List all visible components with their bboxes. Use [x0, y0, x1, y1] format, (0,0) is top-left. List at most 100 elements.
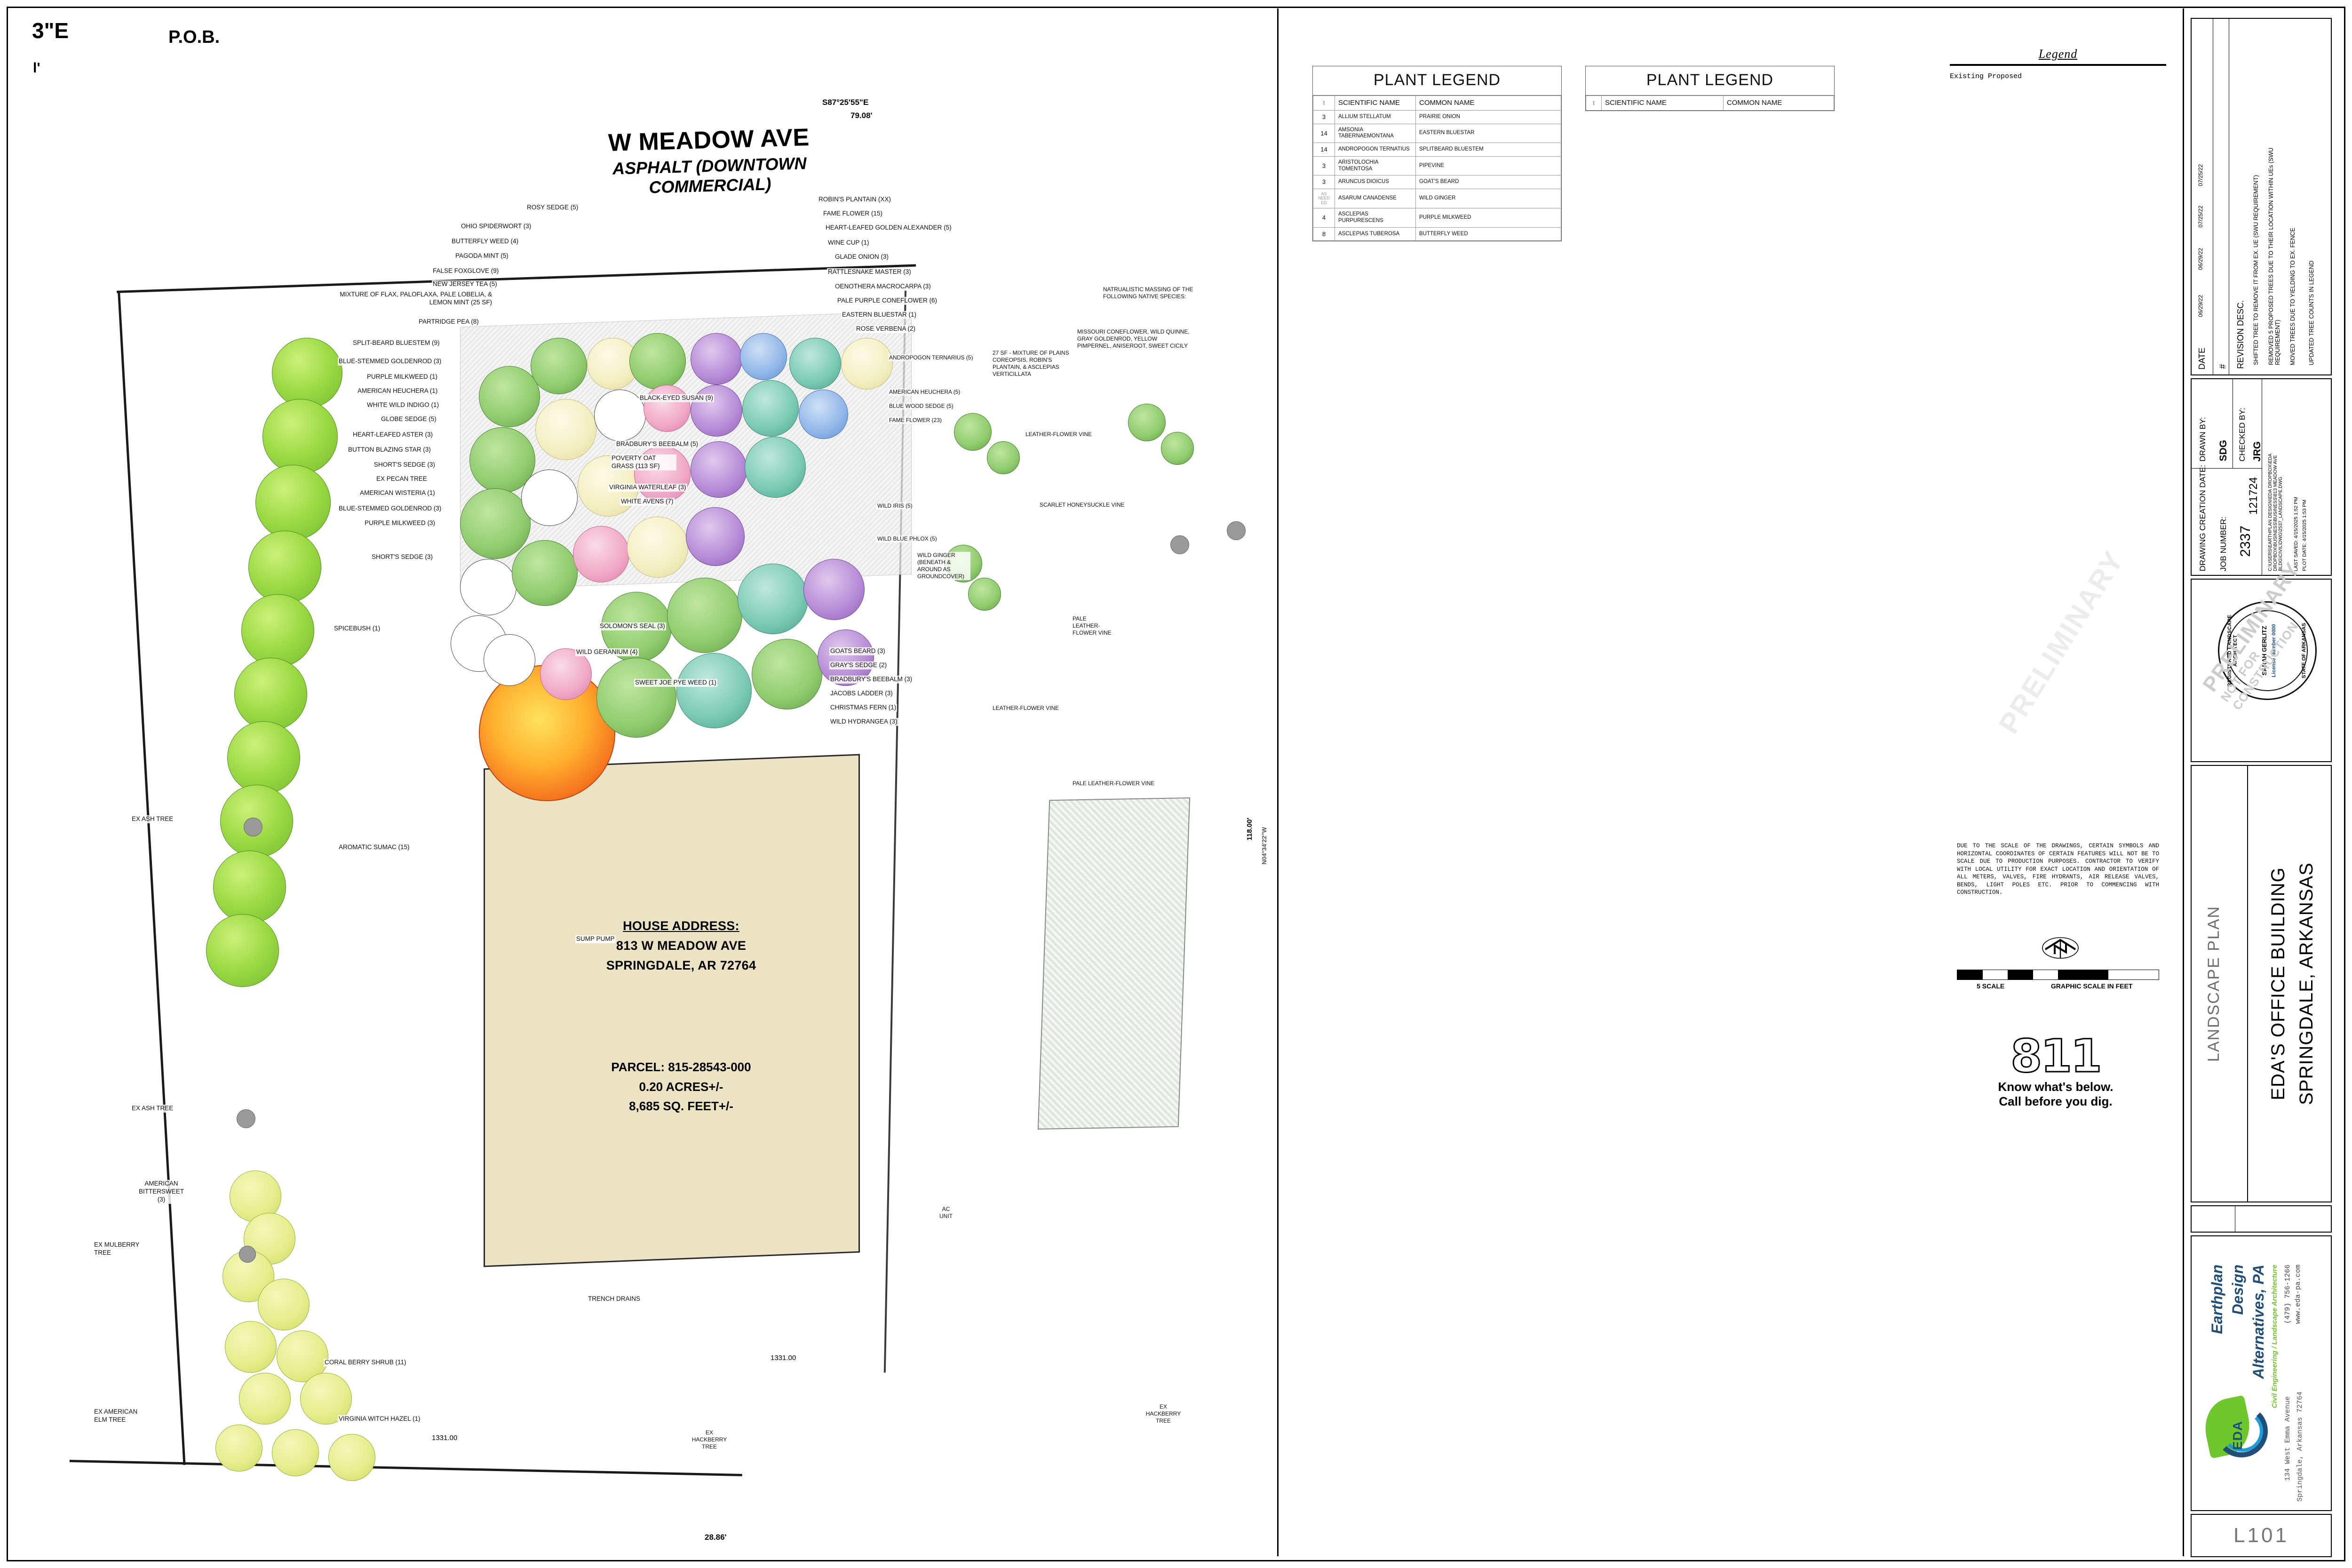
callout-label: GLOBE SEDGE (5) [380, 415, 437, 423]
planting-mass [740, 333, 787, 380]
planting-mass [521, 470, 578, 526]
revision-desc-2: REMOVED 5 PROPOSED TREES DUE TO THEIR LO… [2268, 147, 2281, 365]
planting-mass [587, 338, 639, 390]
parcel-line-2: 0.20 ACRES+/- [639, 1079, 723, 1094]
planting-mass [803, 559, 865, 620]
cell-scientific-name: ASCLEPIAS PURPURESCENS [1335, 208, 1416, 228]
callout-label: MISSOURI CONEFLOWER, WILD QUINNE, GRAY G… [1076, 328, 1194, 350]
revision-date-2: 06/29/22 [2197, 248, 2204, 270]
revision-desc-4: UPDATED TREE COUNTS IN LEGEND [2308, 260, 2315, 366]
planting-mass [691, 441, 747, 498]
blank-block [2191, 1205, 2332, 1233]
distance-right-vertical: 118.00' [1246, 818, 1254, 841]
callout-label: AMERICAN BITTERSWEET (3) [135, 1180, 187, 1204]
callout-label: CHRISTMAS FERN (1) [829, 704, 898, 712]
address-heading: HOUSE ADDRESS: [623, 919, 739, 933]
callout-label: EX HACKBERRY TREE [1144, 1403, 1182, 1425]
revision-date-header: DATE [2197, 348, 2207, 370]
callout-label: CORAL BERRY SHRUB (11) [324, 1359, 407, 1367]
callout-label: AMERICAN WISTERIA (1) [359, 489, 436, 497]
company-address-line-2: Springdale, Arkansas 72764 [2296, 1392, 2304, 1502]
tick-left: l' [33, 60, 40, 76]
cell-common-name: BUTTERFLY WEED [1415, 227, 1561, 241]
revision-block[interactable]: DATE 06/29/22 06/29/22 07/25/22 07/25/22… [2191, 18, 2332, 375]
company-website: www.eda-pa.com [2294, 1265, 2302, 1324]
street-label: W MEADOW AVE ASPHALT (DOWNTOWN COMMERCIA… [563, 122, 856, 200]
shrub-symbol [328, 1434, 375, 1481]
callout-label: EX AMERICAN ELM TREE [93, 1408, 150, 1424]
call-811-line-1: Know what's below. [1998, 1080, 2114, 1094]
planting-mass [691, 333, 742, 385]
planting-mass [531, 338, 587, 394]
call-811-line-2: Call before you dig. [1999, 1094, 2113, 1109]
planting-mass [540, 648, 592, 700]
seal-license: License Number 0000 [2271, 624, 2277, 677]
callout-label: BRADBURY'S BEEBALM (5) [615, 440, 699, 448]
parcel-line-3: 8,685 SQ. FEET+/- [629, 1099, 733, 1114]
callout-label: SHORT'S SEDGE (3) [371, 553, 434, 561]
existing-tree-symbol [1170, 535, 1189, 554]
eda-logo-icon: EDA [2199, 1392, 2272, 1462]
revision-desc-header: REVISION DESC. [2236, 300, 2245, 369]
shrub-symbol [225, 1321, 277, 1373]
planting-mass [742, 380, 799, 437]
callout-label: BRADBURY'S BEEBALM (3) [829, 676, 914, 684]
plant-legend-table-2[interactable]: PLANT LEGEND t SCIENTIFIC NAME COMMON NA… [1585, 66, 1835, 111]
callout-label: SOLOMON'S SEAL (3) [599, 622, 666, 630]
callout-label: BUTTERFLY WEED (4) [451, 238, 520, 246]
call-811-notice: 811 Know what's below. Call before you d… [1971, 1033, 2140, 1109]
title-block[interactable]: DATE 06/29/22 06/29/22 07/25/22 07/25/22… [2183, 8, 2342, 1557]
cell-scientific-name: ARISTOLOCHIA TOMENTOSA [1335, 156, 1416, 176]
planting-mass [954, 413, 992, 451]
symbol-legend[interactable]: Legend Existing Proposed [1950, 47, 2166, 84]
planting-mass [512, 540, 578, 606]
scale-left-label: 5 SCALE [1977, 982, 2005, 990]
project-info-block[interactable]: DRAWN BY: SDG CHECKED BY: JRG DRAWING CR… [2191, 378, 2332, 576]
tree-symbol [272, 338, 342, 408]
callout-label: SPICEBUSH (1) [333, 625, 381, 633]
callout-label: LEATHER-FLOWER VINE [1025, 431, 1093, 438]
address-line-1: 813 W MEADOW AVE [616, 938, 747, 953]
company-tagline: Civil Engineering / Landscape Architectu… [2271, 1265, 2279, 1409]
callout-label: WILD HYDRANGEA (3) [829, 718, 898, 726]
plant-legend-table-1[interactable]: PLANT LEGEND t SCIENTIFIC NAME COMMON NA… [1312, 66, 1562, 242]
eda-mark-text: EDA [2230, 1421, 2245, 1450]
rain-garden-area [1037, 797, 1191, 1130]
callout-label: 27 SF - MIXTURE OF PLAINS COREOPSIS, ROB… [992, 350, 1076, 378]
planting-mass [460, 559, 516, 615]
column-header-scientific: SCIENTIFIC NAME [1601, 96, 1724, 111]
job-number-value: 2337 [2238, 525, 2253, 557]
revision-date-1: 06/29/22 [2197, 295, 2204, 317]
planting-mass [535, 399, 596, 460]
sheet-number: L101 [2233, 1524, 2289, 1547]
callout-label: ROSY SEDGE (5) [526, 204, 580, 212]
property-line-west [118, 290, 186, 1465]
tree-symbol [206, 914, 279, 987]
callout-label: SHORT'S SEDGE (3) [373, 461, 436, 469]
scale-right-label: GRAPHIC SCALE IN FEET [2050, 982, 2133, 990]
callout-label: OHIO SPIDERWORT (3) [460, 223, 532, 231]
landscape-architect-seal: REGISTERED LANDSCAPE ARCHITECT SARAH GER… [2218, 601, 2317, 700]
table-header-row: t SCIENTIFIC NAME COMMON NAME [1585, 96, 1835, 111]
shrub-symbol [272, 1429, 319, 1476]
callout-label: WINE CUP (1) [827, 239, 870, 247]
plant-legend-2-table: t SCIENTIFIC NAME COMMON NAME [1585, 96, 1835, 111]
cell-quantity: 8 [1313, 227, 1335, 241]
shrub-symbol [277, 1330, 328, 1382]
planting-mass [789, 338, 841, 390]
column-header-common: COMMON NAME [1415, 96, 1561, 111]
callout-label: POVERTY OAT GRASS (113 SF) [611, 454, 676, 470]
planting-mass [968, 578, 1001, 611]
cell-scientific-name: AMSONIA TABERNAEMONTANA [1335, 123, 1416, 143]
callout-label: AMERICAN HEUCHERA (5) [888, 389, 961, 396]
planting-mass [799, 390, 848, 439]
drawn-by-label: DRAWN BY: [2198, 417, 2207, 462]
drawing-creation-label: DRAWING CREATION DATE: [2198, 464, 2207, 571]
callout-label: WILD GERANIUM (4) [575, 648, 639, 656]
site-plan-area[interactable]: W MEADOW AVE ASPHALT (DOWNTOWN COMMERCIA… [8, 8, 1279, 1556]
planting-mass [627, 517, 688, 578]
